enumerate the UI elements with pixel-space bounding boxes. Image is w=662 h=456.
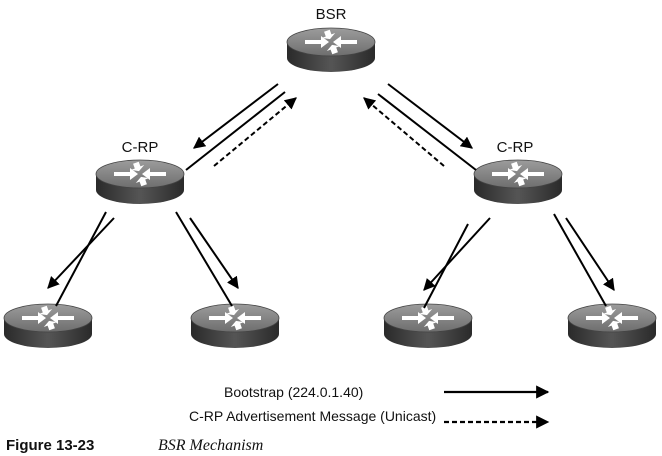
bootstrap-line-bsr-to-left-b (185, 91, 286, 171)
router-leaf-3 (383, 303, 473, 349)
bootstrap-arrow-bsr-to-left-a (193, 83, 279, 149)
router-crp-left (95, 159, 185, 205)
figure-number: Figure 13-23 (6, 437, 94, 454)
crp-left-label: C-RP (122, 139, 159, 156)
bootstrap-arrow-right-to-leaf3-a (423, 217, 491, 291)
bsr-label: BSR (316, 6, 347, 23)
router-icon (95, 159, 185, 205)
bootstrap-arrow-left-to-leaf2-a (189, 217, 239, 289)
figure-title: BSR Mechanism (158, 437, 263, 454)
router-leaf-2 (190, 303, 280, 349)
bootstrap-line-left-to-leaf2-b (175, 211, 233, 307)
router-icon (383, 303, 473, 349)
bootstrap-line-bsr-to-right-b (377, 93, 477, 171)
router-icon (3, 303, 93, 349)
bootstrap-line-right-to-leaf4-b (553, 213, 607, 307)
router-crp-right (473, 159, 563, 205)
advertisement-arrow-left-to-bsr (213, 97, 297, 167)
router-icon (190, 303, 280, 349)
legend-advertisement-label: C-RP Advertisement Message (Unicast) (189, 408, 436, 424)
advertisement-arrow-right-to-bsr (363, 97, 445, 167)
legend-bootstrap-label: Bootstrap (224.0.1.40) (224, 384, 363, 400)
bootstrap-arrow-bsr-to-right-a (387, 83, 473, 149)
router-leaf-4 (567, 303, 657, 349)
router-icon (286, 27, 376, 73)
bootstrap-arrow-right-to-leaf4-a (565, 217, 615, 291)
router-leaf-1 (3, 303, 93, 349)
router-icon (567, 303, 657, 349)
router-icon (473, 159, 563, 205)
router-bsr (286, 27, 376, 73)
crp-right-label: C-RP (497, 139, 534, 156)
bootstrap-arrow-left-to-leaf1-a (47, 217, 115, 289)
bootstrap-line-left-to-leaf1-b (55, 211, 107, 307)
bootstrap-line-right-to-leaf3-b (423, 223, 469, 309)
